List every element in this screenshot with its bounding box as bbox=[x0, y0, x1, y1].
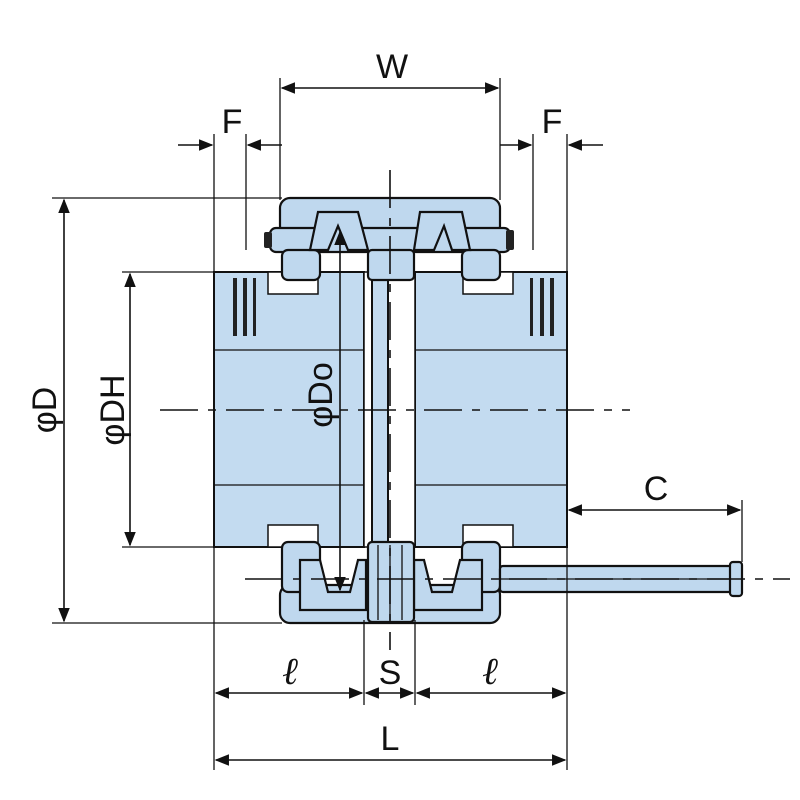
label-s: S bbox=[379, 654, 402, 692]
label-c: C bbox=[644, 470, 669, 508]
label-f-left: F bbox=[222, 103, 243, 141]
label-f-right: F bbox=[542, 103, 563, 141]
label-w: W bbox=[376, 48, 408, 86]
extension-lines bbox=[52, 78, 743, 770]
label-l-total: L bbox=[381, 720, 400, 758]
label-l-right: ℓ bbox=[482, 651, 498, 693]
label-dh: φDH bbox=[94, 374, 132, 445]
dimension-lines bbox=[58, 82, 742, 766]
label-l-left: ℓ bbox=[282, 651, 298, 693]
label-do: φDo bbox=[302, 362, 340, 428]
label-d: φD bbox=[26, 387, 64, 434]
top-sleeve bbox=[264, 196, 514, 282]
